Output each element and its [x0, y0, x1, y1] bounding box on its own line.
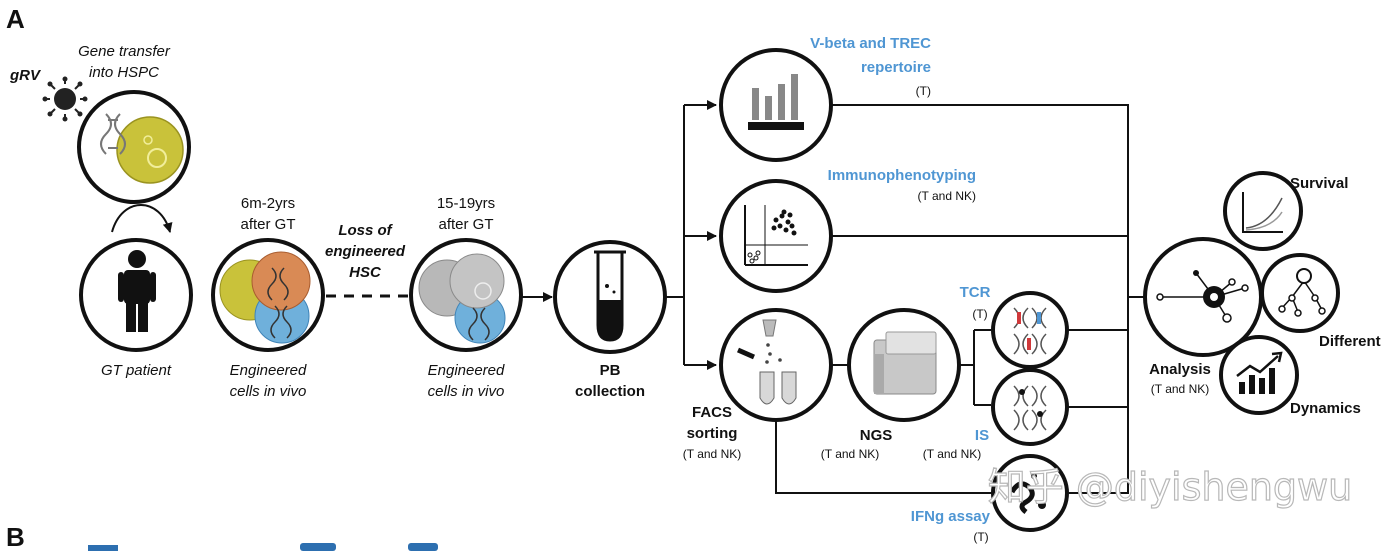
facs-label-line1: FACS [692, 404, 732, 421]
loss-label-line1: Loss of [338, 222, 393, 239]
time-late-line1: 15-19yrs [437, 195, 495, 212]
watermark: 知乎 @diyishengwu [988, 465, 1352, 509]
survival-label: Survival [1290, 175, 1348, 192]
convergence-lines [775, 104, 1145, 494]
panel-a-label: A [6, 4, 25, 34]
patient-label: GT patient [101, 362, 172, 379]
vector-label: gRV [9, 67, 42, 84]
facs-label-line2: sorting [687, 425, 738, 442]
vbeta-sub-label: (T) [916, 84, 931, 98]
immuno-label: Immunophenotyping [828, 167, 976, 184]
analysis-network-circle [1143, 237, 1263, 357]
vbeta-label-line1: V-beta and TREC [810, 35, 931, 52]
ifng-label: IFNg assay [911, 508, 991, 525]
is-label: IS [975, 427, 989, 444]
pb-label-line1: PB [600, 362, 621, 379]
pb-label-line2: collection [575, 383, 645, 400]
tcr-label: TCR [960, 284, 991, 301]
ngs-branch-lines [959, 329, 991, 406]
tcr-sub-label: (T) [972, 307, 987, 321]
virus-icon [42, 76, 88, 122]
transfer-arrow [111, 204, 173, 233]
pb-branch-lines [665, 100, 717, 370]
loss-label-line2: engineered [325, 243, 406, 260]
dynamics-label: Dynamics [1290, 400, 1361, 417]
different-label: Different [1319, 333, 1381, 350]
cells-late-line1: Engineered [428, 362, 505, 379]
facs-icon-circle [719, 308, 833, 422]
is-dna-circle [991, 368, 1069, 446]
bar-chart-icon-circle [719, 48, 833, 162]
time-late-line2: after GT [438, 216, 493, 233]
dynamics-chart-circle [1219, 335, 1299, 415]
gene-transfer-label-line2: into HSPC [89, 64, 159, 81]
cells-early-line1: Engineered [230, 362, 307, 379]
gene-transfer-label-line1: Gene transfer [78, 43, 171, 60]
pb-tube-circle [553, 240, 667, 354]
ngs-label: NGS [860, 427, 893, 444]
late-cells-circle [409, 238, 523, 352]
hspc-transduction-circle [77, 90, 191, 204]
panel-b-label: B [6, 522, 25, 551]
cells-late-line2: cells in vivo [428, 383, 505, 400]
dna-icon [100, 113, 126, 155]
tcr-dna-circle [991, 291, 1069, 369]
ngs-sub-label: (T and NK) [821, 447, 879, 461]
early-cells-circle [211, 238, 325, 352]
immuno-sub-label: (T and NK) [918, 189, 976, 203]
differentiation-tree-circle [1260, 253, 1340, 333]
ifng-sub-label: (T) [973, 530, 988, 544]
flow-plot-icon-circle [719, 179, 833, 293]
cells-early-line2: cells in vivo [230, 383, 307, 400]
analysis-label: Analysis [1149, 361, 1211, 378]
sequencer-icon-circle [847, 308, 961, 422]
loss-label-line3: HSC [349, 264, 382, 281]
analysis-sub-label: (T and NK) [1151, 382, 1209, 396]
survival-curve-circle [1223, 171, 1303, 251]
is-sub-label: (T and NK) [923, 447, 981, 461]
time-early-line2: after GT [240, 216, 295, 233]
time-early-line1: 6m-2yrs [241, 195, 295, 212]
vbeta-label-line2: repertoire [861, 59, 931, 76]
facs-sub-label: (T and NK) [683, 447, 741, 461]
panel-b-cropped-icons [88, 543, 438, 551]
patient-circle [79, 238, 193, 352]
